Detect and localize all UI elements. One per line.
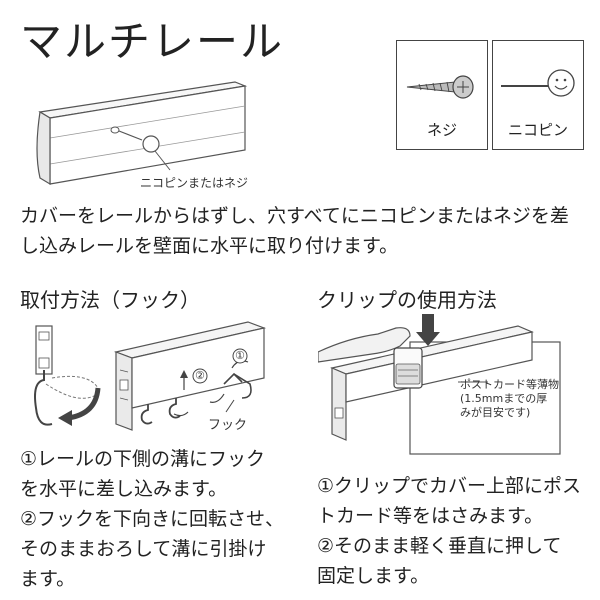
screw-icon xyxy=(406,75,474,99)
hook-step-line: そのままおろして溝に引掛け xyxy=(20,538,267,560)
intro-text: カバーをレールからはずし、穴すべてにニコピンまたはネジを差 し込みレールを壁面に… xyxy=(20,201,590,261)
clip-note-line-3: みが目安です) xyxy=(460,406,531,419)
screw-legend-box: ネジ xyxy=(396,40,488,150)
clip-step-line: ②そのまま軽く垂直に押して xyxy=(317,535,562,557)
hook-steps: ①レールの下側の溝にフック を水平に差し込みます。 ②フックを下向きに回転させ、… xyxy=(20,444,305,594)
hook-step-line: ます。 xyxy=(20,568,76,590)
clip-steps: ①クリップでカバー上部にポス トカード等をはさみます。 ②そのまま軽く垂直に押し… xyxy=(317,471,599,591)
hook-illustration xyxy=(34,321,267,431)
hook-label: フック xyxy=(208,418,248,433)
intro-line-2: し込みレールを壁面に水平に取り付けます。 xyxy=(20,235,399,257)
intro-line-1: カバーをレールからはずし、穴すべてにニコピンまたはネジを差 xyxy=(20,205,569,227)
hook-step-line: を水平に差し込みます。 xyxy=(20,478,228,500)
hook-step-line: ①レールの下側の溝にフック xyxy=(20,448,266,470)
pin-legend-box: ニコピン xyxy=(492,40,584,150)
rail-illustration xyxy=(36,81,248,186)
smiley-pin-icon xyxy=(501,69,575,97)
screw-label: ネジ xyxy=(426,121,457,139)
pin-label: ニコピン xyxy=(507,121,568,139)
hook-section-title: 取付方法（フック） xyxy=(20,288,200,312)
clip-note: ポストカード等薄物 (1.5mmまでの厚 みが目安です) xyxy=(460,378,559,420)
clip-step-line: トカード等をはさみます。 xyxy=(317,505,544,527)
step-1-badge: ① xyxy=(235,349,245,362)
clip-step-line: ①クリップでカバー上部にポス xyxy=(317,475,582,497)
clip-step-line: 固定します。 xyxy=(317,565,430,587)
clip-note-line-2: (1.5mmまでの厚 xyxy=(460,392,548,405)
hook-step-line: ②フックを下向きに回転させ、 xyxy=(20,508,285,530)
clip-illustration xyxy=(318,314,561,455)
clip-note-line-1: ポストカード等薄物 xyxy=(460,378,559,391)
pin-or-screw-callout: ニコピンまたはネジ xyxy=(140,176,249,190)
step-2-badge: ② xyxy=(195,369,205,382)
page-title: マルチレール xyxy=(20,17,285,66)
clip-section-title: クリップの使用方法 xyxy=(317,288,497,312)
